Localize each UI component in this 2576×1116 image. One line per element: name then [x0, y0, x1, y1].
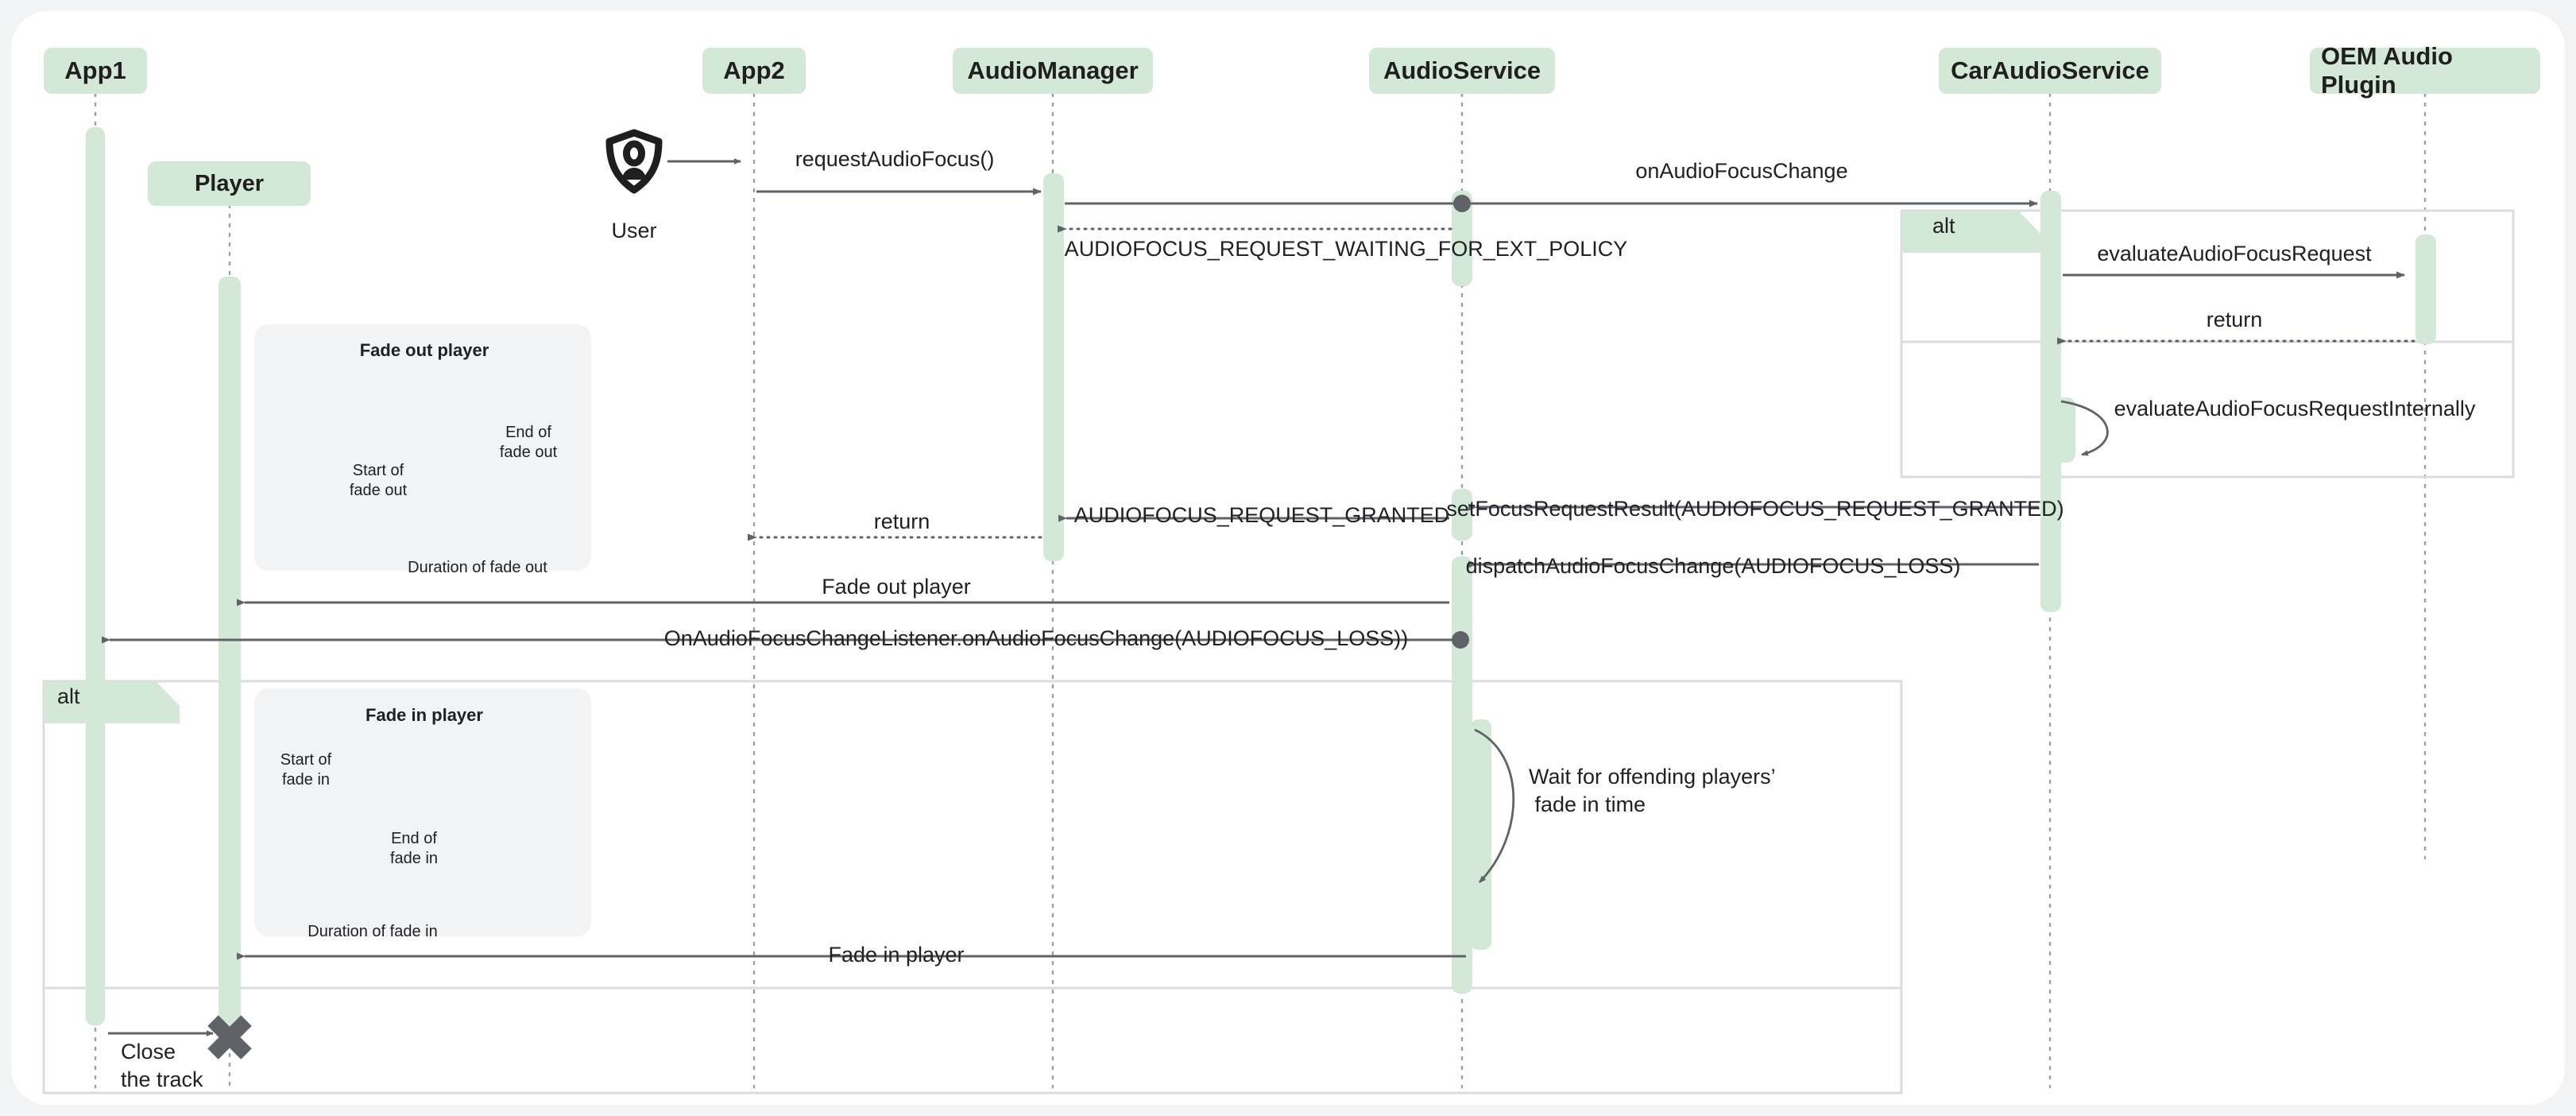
- message-label-evaluate-audio-focus-request: evaluateAudioFocusRequest: [2097, 242, 2372, 265]
- fragment-alt-oem-tag: [1901, 211, 2042, 253]
- participant-app1-label: App1: [64, 56, 126, 84]
- ball-marker-listener: [1452, 631, 1469, 649]
- chart-fade-out-title: Fade out player: [359, 340, 489, 360]
- message-label-on-audio-focus-change-listener: OnAudioFocusChangeListener.onAudioFocusC…: [663, 626, 1409, 650]
- message-label-return-to-app2: return: [873, 510, 930, 533]
- participant-oemplugin[interactable]: OEM Audio Plugin: [2310, 42, 2540, 99]
- destroy-x-icon: [207, 1015, 252, 1060]
- note-wait-fade-in: Wait for offending players’ fade in time: [1529, 765, 1776, 816]
- message-arrows: [102, 158, 2415, 1037]
- chart-fade-in-title: Fade in player: [366, 705, 483, 725]
- activation-bars: [86, 127, 2436, 1033]
- message-label-evaluate-return: return: [2206, 308, 2263, 331]
- participant-oemplugin-label: OEM Audio Plugin: [2321, 42, 2453, 99]
- message-label-fade-in-player: Fade in player: [828, 943, 965, 967]
- fragment-alt-fade-label: alt: [57, 684, 80, 708]
- message-label-request-audio-focus: requestAudioFocus(): [795, 147, 995, 171]
- fragment-alt-fade-tag: [44, 681, 180, 723]
- participant-player[interactable]: Player: [148, 161, 311, 206]
- chart-fade-out-ann-start: Start of fade out: [349, 462, 408, 499]
- participant-caraudioservice[interactable]: CarAudioService: [1939, 48, 2161, 94]
- message-label-on-audio-focus-change: onAudioFocusChange: [1635, 159, 1848, 183]
- participant-app2-label: App2: [723, 56, 785, 84]
- fragment-alt-oem-label: alt: [1932, 214, 1955, 238]
- message-label-set-focus-request-result: setFocusRequestResult(AUDIOFOCUS_REQUEST…: [1446, 497, 2064, 521]
- activation-audiomanager: [1043, 173, 1064, 561]
- actor-user-label: User: [611, 219, 657, 242]
- activation-audioservice-4: [1471, 719, 1491, 950]
- chart-fade-in-ann-start: Start of fade in: [280, 751, 332, 789]
- activation-caraudioservice: [2040, 191, 2061, 612]
- message-label-waiting-for-ext-policy: AUDIOFOCUS_REQUEST_WAITING_FOR_EXT_POLIC…: [1064, 237, 1628, 261]
- chart-fade-in-panel: [254, 688, 591, 936]
- participant-player-label: Player: [194, 170, 265, 196]
- chart-fade-out-ann-end: End of fade out: [499, 424, 558, 461]
- arrow-wait-fade-in-self: [1474, 728, 1515, 883]
- chart-fade-in-ann-duration: Duration of fade in: [307, 923, 438, 940]
- participant-audiomanager-label: AudioManager: [967, 56, 1139, 84]
- message-label-fade-out-player: Fade out player: [822, 575, 971, 599]
- chart-fade-in-ann-end: End of fade in: [389, 830, 439, 867]
- message-label-dispatch-audio-focus-change: dispatchAudioFocusChange(AUDIOFOCUS_LOSS…: [1465, 554, 1961, 578]
- fragment-alt-oem-frame: [1900, 209, 2515, 479]
- participant-audioservice[interactable]: AudioService: [1369, 48, 1555, 94]
- activation-audioservice-3: [1452, 556, 1472, 994]
- shield-person-icon: [605, 129, 663, 194]
- activation-audioservice-2: [1452, 489, 1472, 541]
- participant-app1[interactable]: App1: [44, 48, 147, 94]
- fragment-alt-fade-frame: [42, 680, 1903, 1095]
- activation-player: [219, 277, 241, 1033]
- ball-marker-on-audio-focus-change: [1453, 195, 1471, 212]
- message-label-audiofocus-request-granted: AUDIOFOCUS_REQUEST_GRANTED: [1073, 503, 1450, 527]
- participant-caraudioservice-label: CarAudioService: [1951, 56, 2149, 84]
- activation-caraudioservice-self: [2055, 397, 2075, 463]
- activation-app1: [86, 127, 105, 1025]
- chart-fade-out-panel: [254, 324, 591, 571]
- participant-audioservice-label: AudioService: [1383, 56, 1541, 84]
- activation-audioservice-1: [1452, 191, 1472, 286]
- message-label-close-the-track: Close the track: [121, 1040, 203, 1091]
- message-label-evaluate-internally: evaluateAudioFocusRequestInternally: [2114, 397, 2476, 420]
- participant-app2[interactable]: App2: [702, 48, 806, 94]
- arrow-evaluate-internally-self: [2060, 400, 2109, 456]
- chart-fade-out-ann-duration: Duration of fade out: [408, 559, 547, 576]
- participant-audiomanager[interactable]: AudioManager: [953, 48, 1153, 94]
- activation-oemplugin: [2415, 234, 2436, 344]
